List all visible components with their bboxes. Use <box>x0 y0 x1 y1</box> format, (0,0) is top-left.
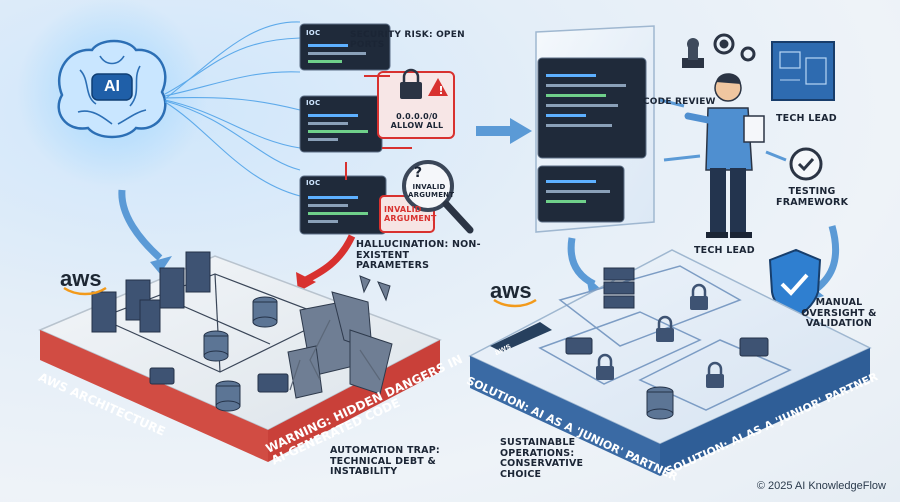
open-ports-alert <box>377 68 455 139</box>
tech-lead-bottom-label: TECH LEAD <box>694 245 755 256</box>
tech-lead-top-label: TECH LEAD <box>776 113 837 124</box>
network-nodes-left <box>149 367 289 393</box>
code-panel-3 <box>299 175 387 235</box>
question-mark-icon: ? <box>414 165 423 181</box>
code-ioc-3: IoC <box>306 179 321 187</box>
approval-stamp-icon <box>682 38 704 68</box>
lock-icons-right <box>596 283 724 388</box>
feedback-arrows <box>659 98 787 162</box>
aws-smile-right <box>493 298 537 308</box>
code-ioc-1: IoC <box>306 29 321 37</box>
testing-gear-check-icon <box>789 147 823 181</box>
testing-framework-label: TESTING FRAMEWORK <box>776 186 849 208</box>
copyright-footer: © 2025 AI KnowledgeFlow <box>756 480 886 492</box>
databases-right <box>646 386 674 420</box>
tech-lead-figure <box>684 73 765 238</box>
brain-label: AI <box>104 78 120 95</box>
magnifier-icon <box>402 160 474 234</box>
broken-server-debris <box>287 275 393 399</box>
failure-arrow <box>300 234 356 286</box>
allow-all-rule: 0.0.0.0/0 ALLOW ALL <box>390 112 444 130</box>
sustainable-operations-label: SUSTAINABLE OPERATIONS: CONSERVATIVE CHO… <box>500 437 584 480</box>
gear-icon <box>713 33 756 62</box>
warning-icon: ! <box>438 84 443 97</box>
server-racks-left <box>91 251 211 333</box>
error-arrows <box>345 75 412 180</box>
code-review-label: CODE REVIEW <box>643 97 716 107</box>
crack-lines <box>289 319 381 391</box>
brain-icon <box>57 39 167 139</box>
automation-trap-label: AUTOMATION TRAP: TECHNICAL DEBT & INSTAB… <box>330 445 440 478</box>
invalid-argument-lens: INVALID ARGUMENT <box>408 183 455 199</box>
deploy-arrow <box>567 237 596 288</box>
aws-logo-left: aws <box>60 266 102 291</box>
aws-logo-right: aws <box>490 278 532 303</box>
aws-smile-left <box>63 286 107 296</box>
right-platform <box>468 249 872 476</box>
hallucination-label: HALLUCINATION: NON-EXISTENT PARAMETERS <box>356 239 481 272</box>
manual-oversight-label: MANUAL OVERSIGHT & VALIDATION <box>801 297 877 330</box>
neural-beams <box>164 21 301 197</box>
code-ioc-2: IoC <box>306 99 321 107</box>
transition-arrow <box>476 118 532 144</box>
blueprint-icon <box>771 41 835 101</box>
code-review-panel <box>535 25 655 233</box>
security-risk-label: SECURITY RISK: OPEN PORTS <box>350 30 465 51</box>
invalid-argument-card-text: INVALID ARGUMENT <box>384 205 437 223</box>
code-panel-1 <box>299 23 391 71</box>
servers-right <box>565 267 769 357</box>
flow-arrow-down <box>118 189 163 261</box>
code-panel-2 <box>299 95 383 153</box>
databases-left <box>203 296 278 412</box>
